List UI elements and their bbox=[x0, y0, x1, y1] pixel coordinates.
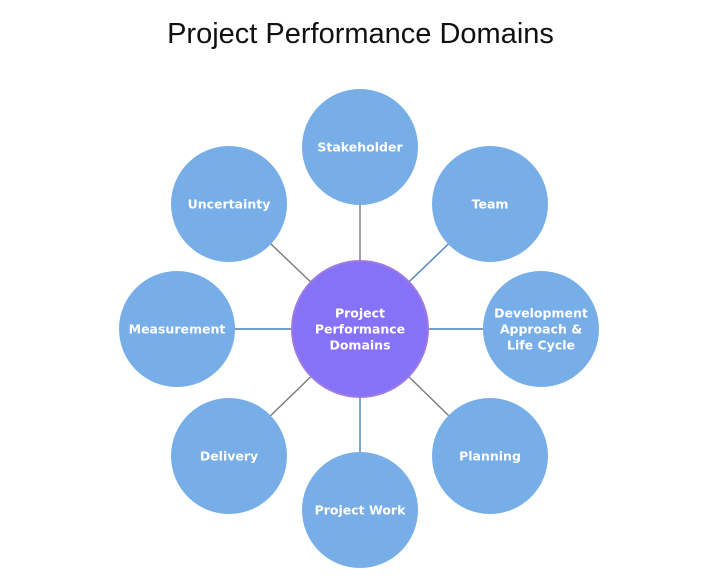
domain-label-team: Team bbox=[472, 197, 509, 212]
domain-node-project-work: Project Work bbox=[302, 452, 418, 568]
domain-node-measurement: Measurement bbox=[119, 271, 235, 387]
domain-label-planning: Planning bbox=[459, 449, 521, 464]
domain-node-planning: Planning bbox=[432, 398, 548, 514]
domain-node-uncertainty: Uncertainty bbox=[171, 146, 287, 262]
domain-circle-development bbox=[483, 271, 599, 387]
domain-circle-delivery bbox=[171, 398, 287, 514]
hub-label: Performance bbox=[315, 322, 405, 337]
domain-circle-stakeholder bbox=[302, 89, 418, 205]
domain-label-development: Development bbox=[494, 306, 588, 321]
diagram-title: Project Performance Domains bbox=[167, 18, 554, 50]
domain-circle-team bbox=[432, 146, 548, 262]
domain-circle-uncertainty bbox=[171, 146, 287, 262]
domain-node-stakeholder: Stakeholder bbox=[302, 89, 418, 205]
domain-label-project-work: Project Work bbox=[315, 503, 407, 518]
domain-label-stakeholder: Stakeholder bbox=[317, 140, 403, 155]
hub-label: Domains bbox=[329, 338, 390, 353]
hub-label: Project bbox=[335, 306, 385, 321]
domain-label-uncertainty: Uncertainty bbox=[188, 197, 271, 212]
domain-label-delivery: Delivery bbox=[200, 449, 258, 464]
domain-label-development: Approach & bbox=[500, 322, 582, 337]
domain-circle-planning bbox=[432, 398, 548, 514]
domain-circle-measurement bbox=[119, 271, 235, 387]
domain-label-development: Life Cycle bbox=[507, 338, 575, 353]
domain-circle-project-work bbox=[302, 452, 418, 568]
domain-node-delivery: Delivery bbox=[171, 398, 287, 514]
domain-label-measurement: Measurement bbox=[129, 322, 226, 337]
domain-node-team: Team bbox=[432, 146, 548, 262]
hub-circle bbox=[291, 260, 429, 398]
